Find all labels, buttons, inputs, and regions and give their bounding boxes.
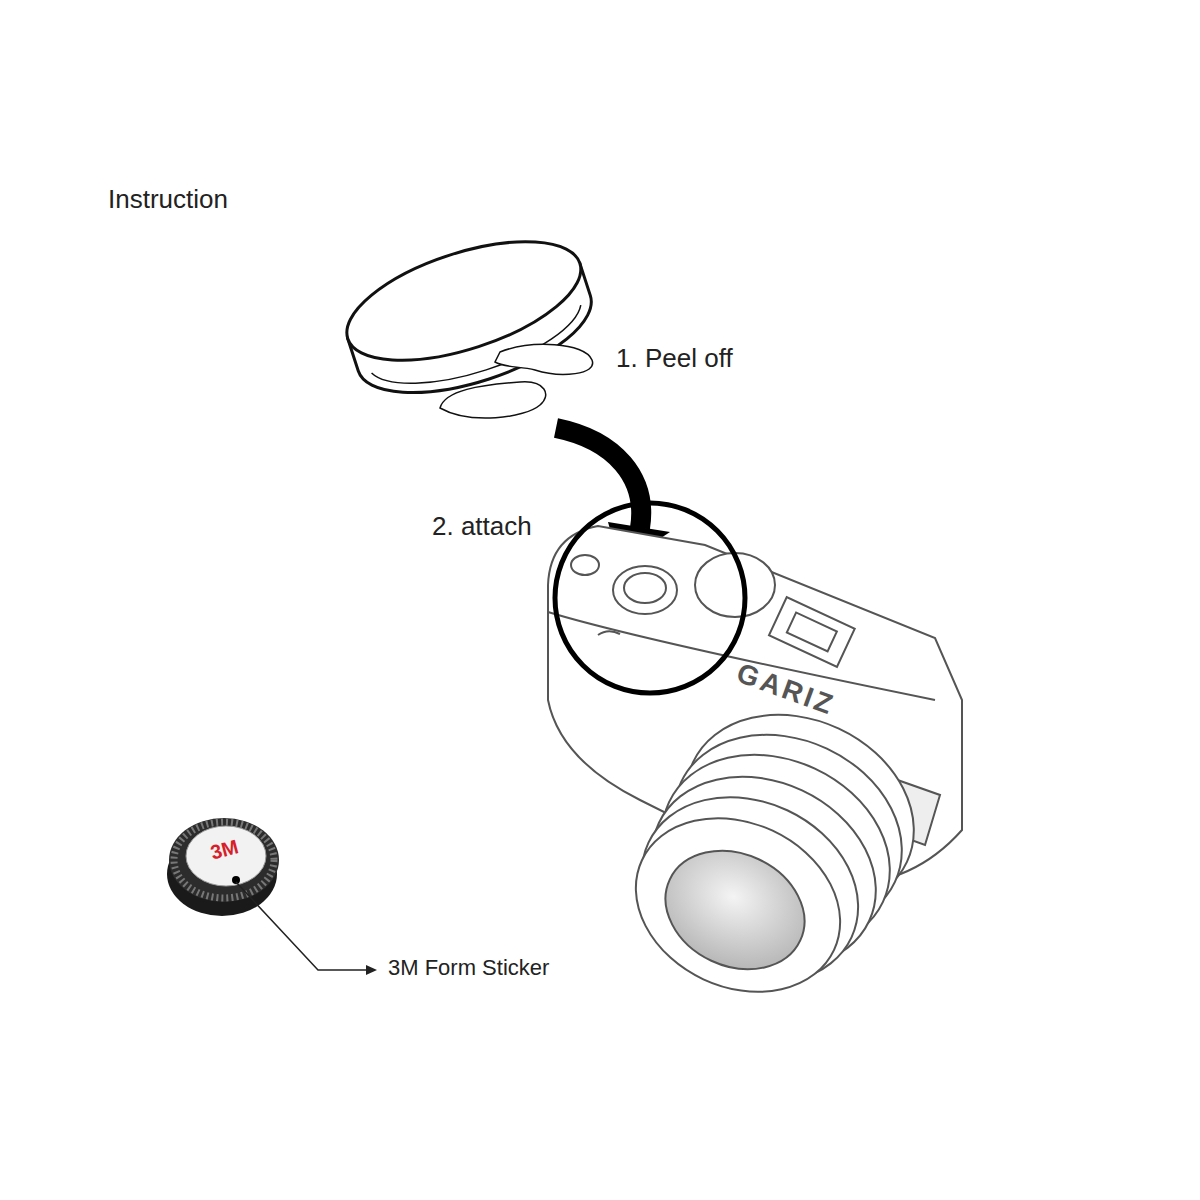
strap-lug [598, 631, 620, 635]
curved-arrow [556, 428, 641, 528]
part-label: 3M Form Sticker [388, 955, 549, 981]
cap-top [333, 218, 595, 385]
title: Instruction [108, 184, 228, 215]
small-button [571, 555, 599, 575]
shutter-button-top [624, 573, 666, 603]
sticker-button [167, 818, 279, 916]
step-label: 1. Peel off [616, 343, 733, 374]
button-cap [333, 218, 605, 417]
leader-arrowhead [366, 965, 377, 975]
brand-name: GARIZ [732, 656, 839, 722]
foam-sticker [186, 826, 266, 886]
dial [695, 553, 775, 617]
knurling [174, 822, 274, 898]
sticker-logo: 3M [208, 834, 241, 864]
camera [548, 526, 962, 1024]
hot-shoe-inner [787, 612, 837, 651]
hot-shoe [769, 597, 855, 667]
highlight-circle [555, 503, 745, 693]
step-label: 2. attach [432, 511, 532, 542]
backing-film [440, 382, 546, 418]
backing-film [495, 344, 593, 374]
shutter-button [613, 566, 677, 614]
leader-line [236, 882, 366, 970]
lens-front [607, 786, 868, 1024]
button-body [169, 818, 279, 902]
lens-glass [646, 829, 824, 991]
